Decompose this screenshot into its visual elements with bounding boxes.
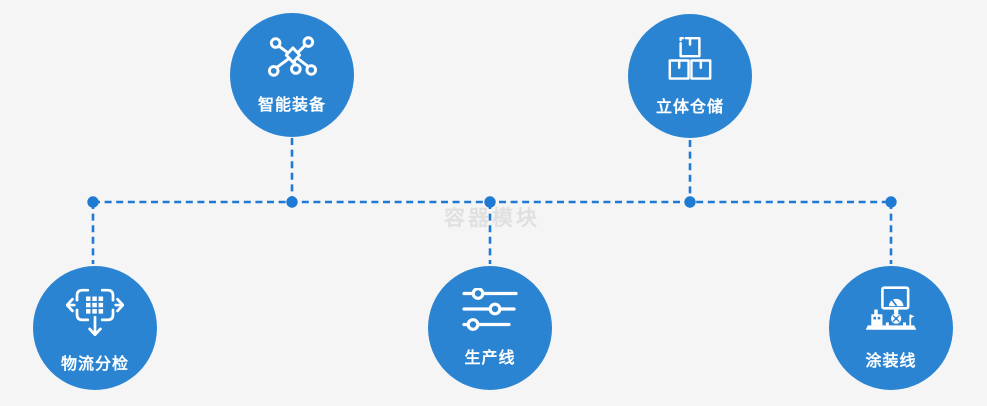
junction-dot — [885, 196, 897, 208]
network-nodes-icon — [267, 35, 317, 78]
diagram-node-warehouse: 立体仓储 — [628, 14, 752, 138]
diagram-node-production-line: 生产线 — [428, 266, 552, 390]
junction-dot — [484, 196, 496, 208]
node-label: 智能装备 — [257, 97, 326, 114]
node-label: 涂装线 — [865, 352, 917, 370]
sliders-icon — [462, 287, 518, 331]
junction-dots — [87, 196, 897, 208]
node-label: 立体仓储 — [655, 98, 724, 116]
workstation-monitor-icon — [860, 285, 922, 334]
watermark-text: 容器模块 — [444, 207, 540, 230]
node-label: 物流分检 — [60, 355, 129, 373]
junction-dot — [87, 196, 99, 208]
junction-dot — [286, 196, 298, 208]
diagram-node-smart-equipment: 智能装备 — [230, 13, 354, 137]
node-label: 生产线 — [464, 350, 516, 367]
sorting-arrows-icon — [65, 283, 125, 337]
junction-dot — [684, 196, 696, 208]
diagram-node-coating-line: 涂装线 — [829, 266, 953, 390]
diagram-node-logistics-sorting: 物流分检 — [33, 266, 157, 390]
stacked-boxes-icon — [666, 36, 714, 80]
